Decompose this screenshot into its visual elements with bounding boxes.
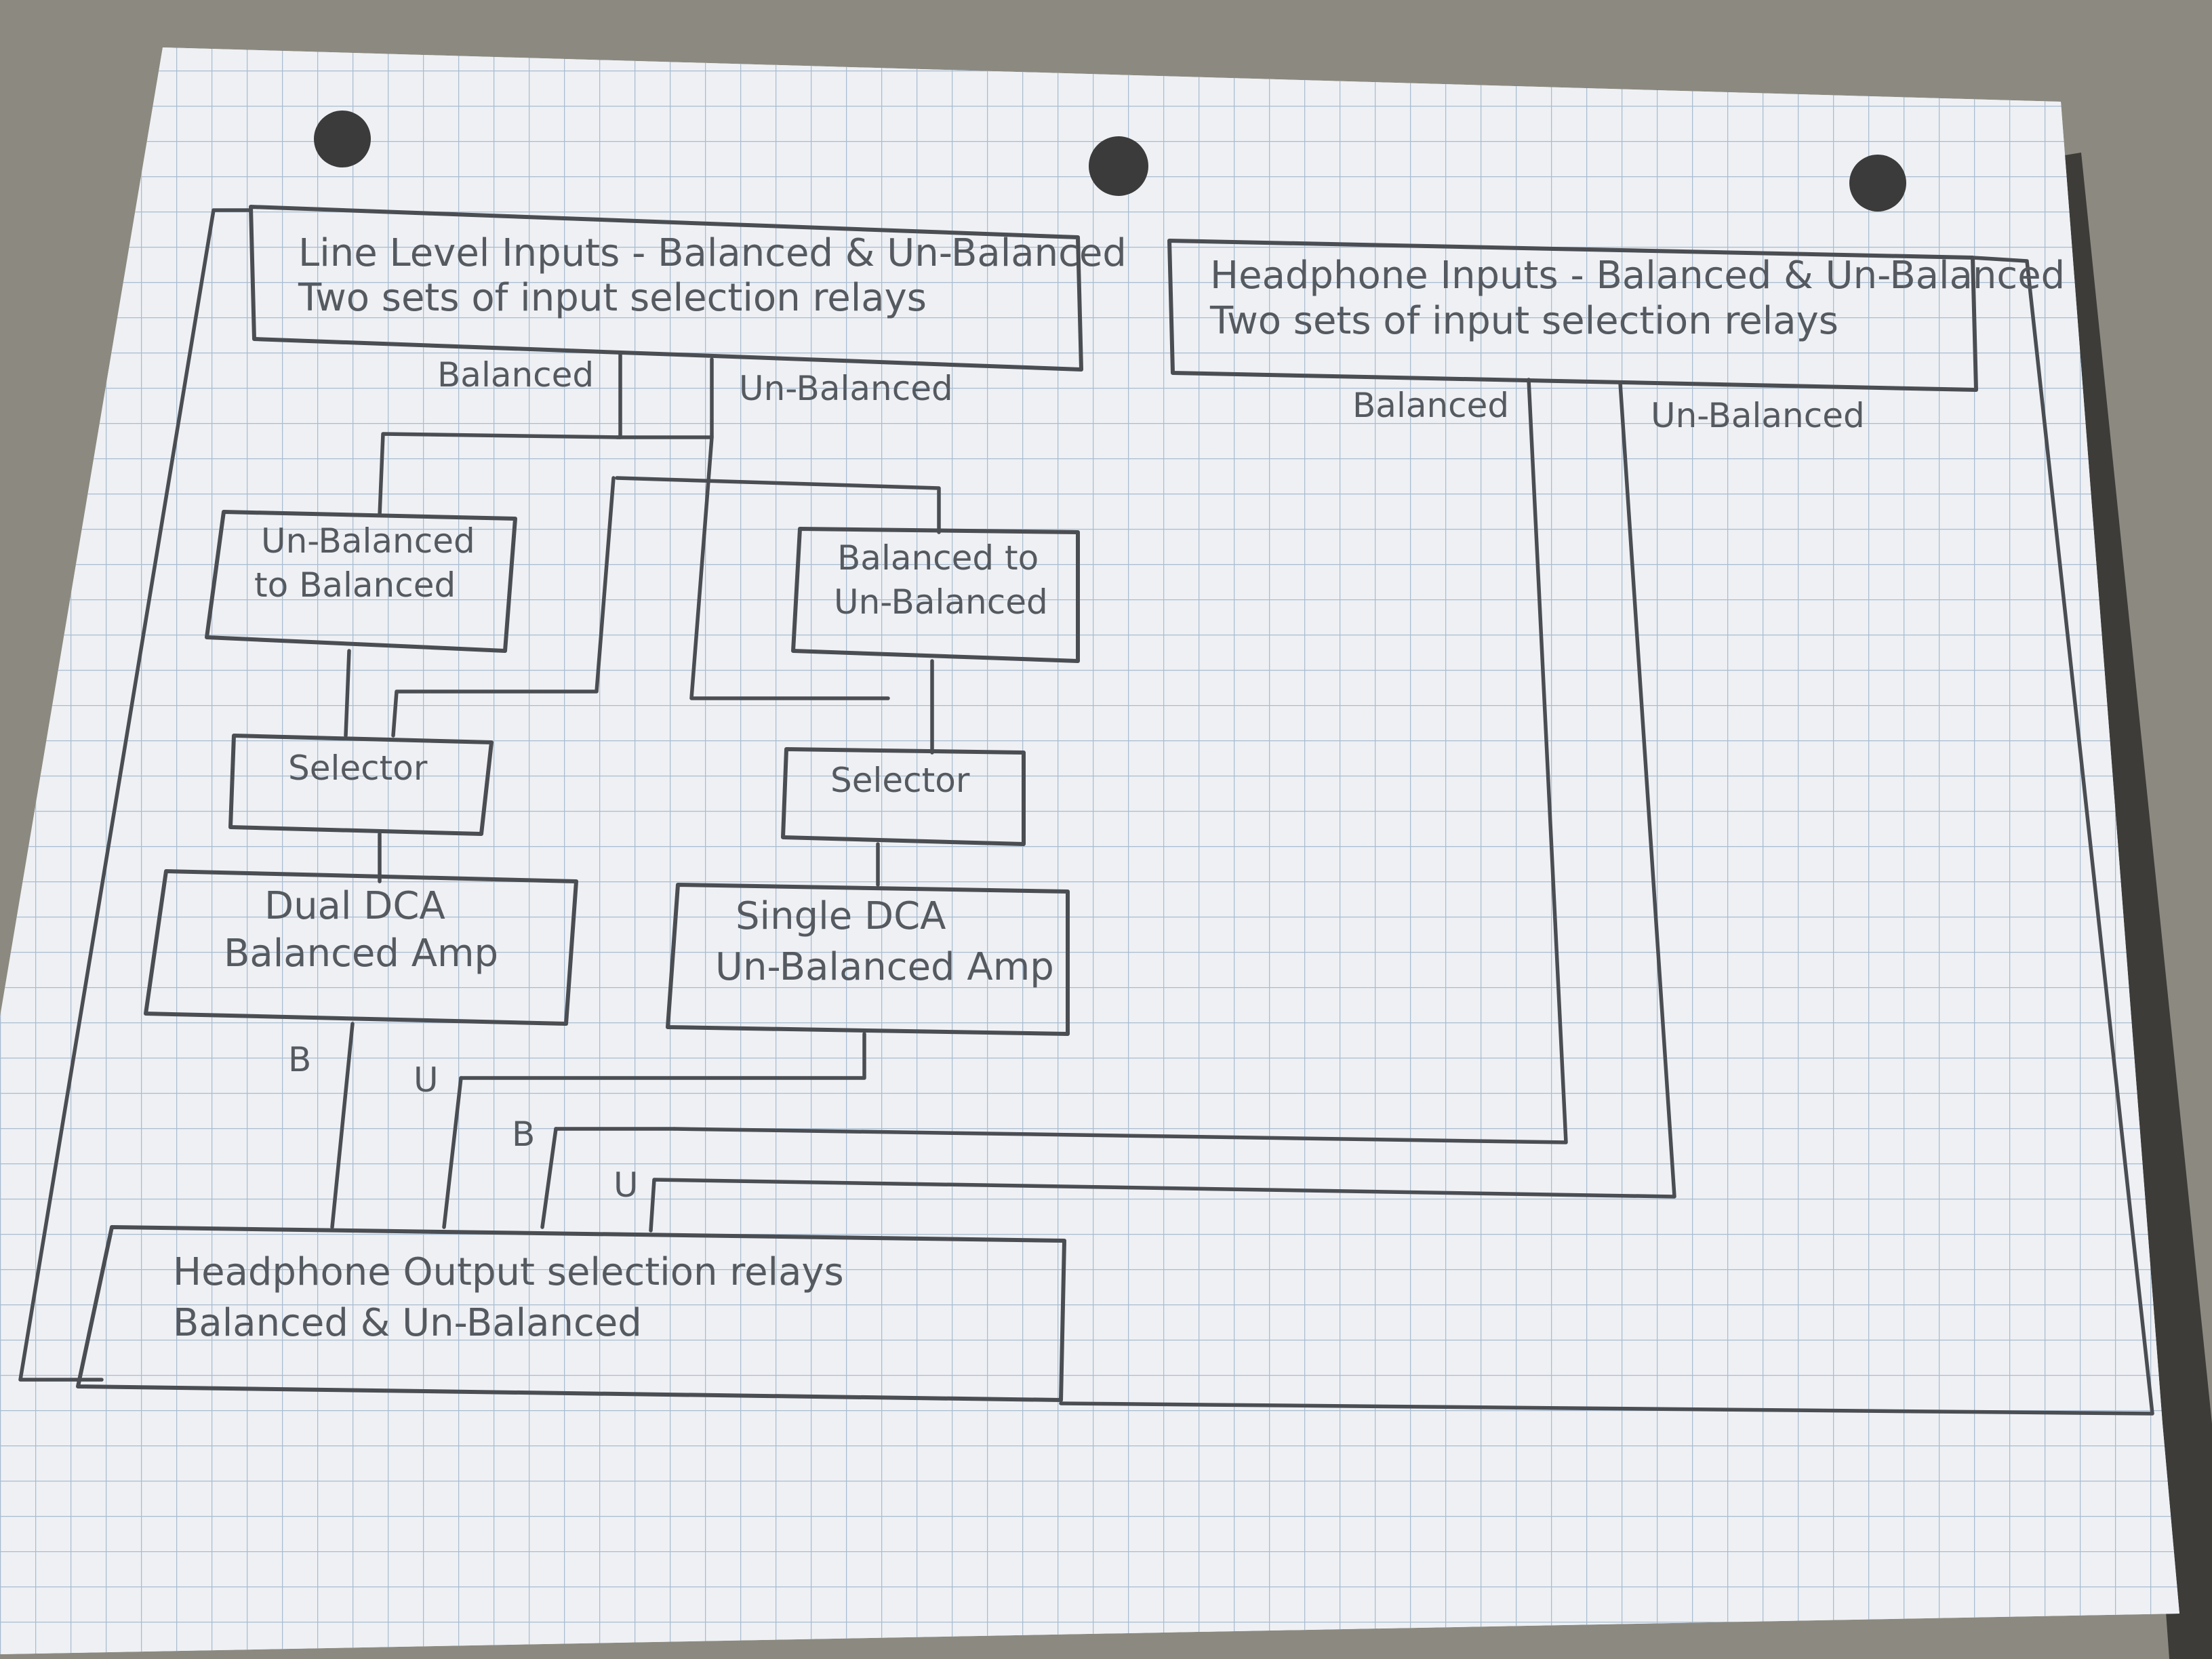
line-level-inputs-block: Line Level Inputs - Balanced & Un-Balanc… xyxy=(249,205,1127,372)
single-dca-line1: Single DCA xyxy=(736,894,946,938)
selector-left-block: Selector xyxy=(228,734,494,836)
selector-right-block: Selector xyxy=(781,747,1026,846)
unbal-to-bal-line1: Un-Balanced xyxy=(261,521,475,561)
bal-to-unbal-line2: Un-Balanced xyxy=(834,582,1048,622)
headphone-output-line2: Balanced & Un-Balanced xyxy=(173,1301,642,1345)
headphone-balanced-label: Balanced xyxy=(1352,386,1509,425)
binder-hole-center xyxy=(1089,136,1148,196)
binder-hole-left xyxy=(314,111,371,167)
balanced-to-unbalanced-block: Balanced to Un-Balanced xyxy=(791,527,1080,663)
dual-dca-line2: Balanced Amp xyxy=(224,932,498,976)
headphone-output-block: Headphone Output selection relays Balanc… xyxy=(76,1225,1066,1402)
line-unbalanced-label: Un-Balanced xyxy=(739,369,953,408)
headphone-unbalanced-label: Un-Balanced xyxy=(1651,396,1865,435)
bal-to-unbal-line1: Balanced to xyxy=(837,538,1039,578)
line-inputs-subtitle: Two sets of input selection relays xyxy=(298,276,927,320)
dual-dca-block: Dual DCA Balanced Amp xyxy=(144,869,578,1026)
selector-left-label: Selector xyxy=(288,748,428,788)
single-dca-block: Single DCA Un-Balanced Amp xyxy=(666,883,1070,1036)
headphone-output-line1: Headphone Output selection relays xyxy=(173,1250,844,1294)
headphone-u-label: U xyxy=(614,1165,639,1205)
unbalanced-to-balanced-block: Un-Balanced to Balanced xyxy=(205,510,517,653)
paper-shadow xyxy=(2061,153,2212,1659)
selector-right-label: Selector xyxy=(830,761,970,800)
headphone-inputs-block: Headphone Inputs - Balanced & Un-Balance… xyxy=(1167,239,2065,392)
dual-dca-b-label: B xyxy=(288,1040,311,1079)
headphone-inputs-title: Headphone Inputs - Balanced & Un-Balance… xyxy=(1210,254,2065,298)
dual-dca-line1: Dual DCA xyxy=(264,884,445,928)
line-balanced-label: Balanced xyxy=(437,355,594,395)
binder-hole-right xyxy=(1849,155,1906,212)
single-dca-line2: Un-Balanced Amp xyxy=(715,945,1054,989)
line-inputs-title: Line Level Inputs - Balanced & Un-Balanc… xyxy=(298,231,1127,275)
unbal-to-bal-line2: to Balanced xyxy=(254,565,456,605)
headphone-b-label: B xyxy=(512,1115,535,1154)
connection-wires xyxy=(18,208,2154,1416)
dual-dca-u-label: U xyxy=(414,1060,439,1100)
headphone-inputs-subtitle: Two sets of input selection relays xyxy=(1209,299,1838,343)
